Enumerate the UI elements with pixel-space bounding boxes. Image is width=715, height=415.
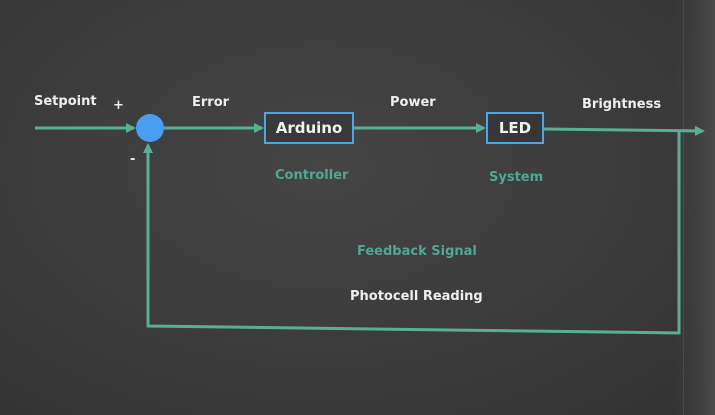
system-role-label: System [489,170,544,185]
error-label: Error [192,95,230,110]
controller-role-label: Controller [275,168,349,183]
brightness-label: Brightness [582,97,662,112]
paper-edge-shadow [675,0,715,415]
setpoint-label: Setpoint [34,94,97,109]
feedback-loop-path [143,131,681,335]
system-block: LED [486,112,544,144]
minus-sign: - [130,152,136,167]
controller-block: Arduino [264,112,354,144]
paper-edge-line [683,0,684,415]
photocell-reading-label: Photocell Reading [350,289,483,304]
summing-junction [136,114,164,142]
brightness-connector [543,125,705,136]
feedback-signal-label: Feedback Signal [357,244,477,259]
power-label: Power [390,95,436,110]
plus-sign: + [113,98,124,113]
